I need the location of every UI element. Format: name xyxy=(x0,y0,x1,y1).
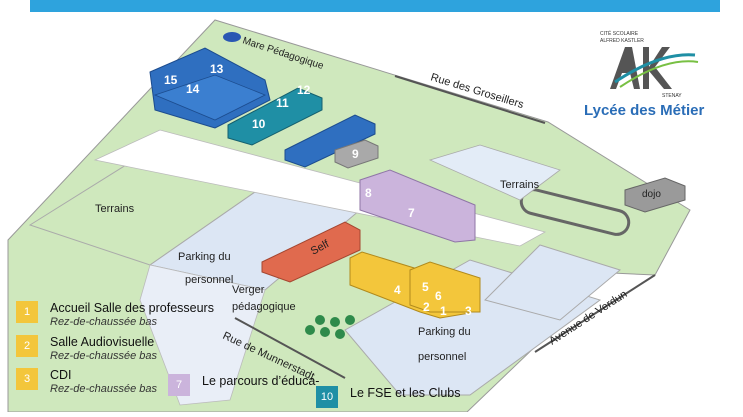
terrains-left-label: Terrains xyxy=(95,203,135,215)
bldg-num-13: 13 xyxy=(210,62,224,76)
building-1-6-block xyxy=(409,261,481,313)
bldg-num-9: 9 xyxy=(352,147,359,161)
bldg-num-6: 6 xyxy=(435,289,442,303)
legend: 1 Accueil Salle des professeurs Rez-de-c… xyxy=(8,300,468,412)
legend-item-3: 3 CDI Rez-de-chaussée bas xyxy=(16,368,157,396)
building-14-roof xyxy=(153,74,266,121)
rue-munnerstadt-arrow xyxy=(234,317,346,379)
legend-sub-1: Rez-de-chaussée bas xyxy=(50,316,158,328)
bldg-num-8: 8 xyxy=(365,186,372,200)
bldg-num-11: 11 xyxy=(276,96,289,110)
avenue-verdun-arrow xyxy=(534,274,656,353)
ak-logo-icon xyxy=(610,47,699,89)
dojo-label: dojo xyxy=(642,189,661,200)
parking-label-1b: personnel xyxy=(185,274,233,286)
legend-badge-2: 2 xyxy=(16,335,38,357)
bldg-num-1: 1 xyxy=(440,304,447,318)
bldg-num-14: 14 xyxy=(186,82,200,96)
legend-sub-3: Rez-de-chaussée bas xyxy=(50,383,158,395)
legend-item-1: 1 Accueil Salle des professeurs Rez-de-c… xyxy=(16,301,214,329)
legend-title-3: CDI xyxy=(50,368,72,382)
bldg-num-12: 12 xyxy=(297,83,311,97)
bldg-num-5: 5 xyxy=(422,280,429,294)
terrains-right-area xyxy=(428,144,561,201)
road-munnerstadt xyxy=(139,264,266,406)
building-blue-east xyxy=(284,114,376,168)
verger-label-b: pédagogique xyxy=(232,301,296,313)
bldg-num-4: 4 xyxy=(394,283,401,297)
parking-label-2b: personnel xyxy=(418,351,466,363)
bldg-num-7: 7 xyxy=(408,206,415,220)
legend-title-1: Accueil Salle des professeurs xyxy=(50,301,214,315)
header-bar xyxy=(30,0,720,12)
bldg-num-15: 15 xyxy=(164,73,178,87)
terrains-right-label: Terrains xyxy=(500,179,540,191)
legend-badge-3: 3 xyxy=(16,368,38,390)
legend-item-7: 7 Le parcours d’éduca- xyxy=(168,374,319,396)
legend-title-2: Salle Audiovisuelle xyxy=(50,335,155,349)
verger-trees xyxy=(305,315,355,339)
parking-area-east xyxy=(484,244,622,321)
logo-small-line1: CITÉ SCOLAIRE xyxy=(600,30,639,37)
building-9 xyxy=(334,139,379,169)
mare-pond xyxy=(223,32,241,42)
logo-small-line2: ALFRED KASTLER xyxy=(600,38,644,44)
legend-title-7: Le parcours d’éduca- xyxy=(202,374,320,388)
legend-badge-7: 7 xyxy=(168,374,190,396)
verger-label-a: Verger xyxy=(232,284,265,296)
bldg-num-3: 3 xyxy=(465,304,472,318)
legend-item-2: 2 Salle Audiovisuelle Rez-de-chaussée ba… xyxy=(16,335,157,363)
legend-badge-1: 1 xyxy=(16,301,38,323)
building-dojo xyxy=(624,177,686,213)
bldg-num-2: 2 xyxy=(423,300,430,314)
building-7-8 xyxy=(359,169,476,243)
legend-item-10: 10 Le FSE et les Clubs xyxy=(316,386,460,408)
legend-sub-2: Rez-de-chaussée bas xyxy=(50,350,158,362)
building-10-12 xyxy=(227,87,323,146)
parking-label-2a: Parking du xyxy=(418,326,471,338)
legend-badge-10: 10 xyxy=(316,386,338,408)
parking-label-1a: Parking du xyxy=(178,251,231,263)
building-self xyxy=(261,221,361,283)
rue-groseillers-arrow xyxy=(394,75,546,124)
logo-name: Lycée des Métiers xyxy=(584,102,705,119)
legend-title-10: Le FSE et les Clubs xyxy=(350,386,461,400)
bldg-num-10: 10 xyxy=(252,117,266,131)
logo-tag: STENAY xyxy=(662,93,682,99)
lycee-logo: CITÉ SCOLAIRE ALFRED KASTLER AK STENAY L… xyxy=(580,27,713,132)
